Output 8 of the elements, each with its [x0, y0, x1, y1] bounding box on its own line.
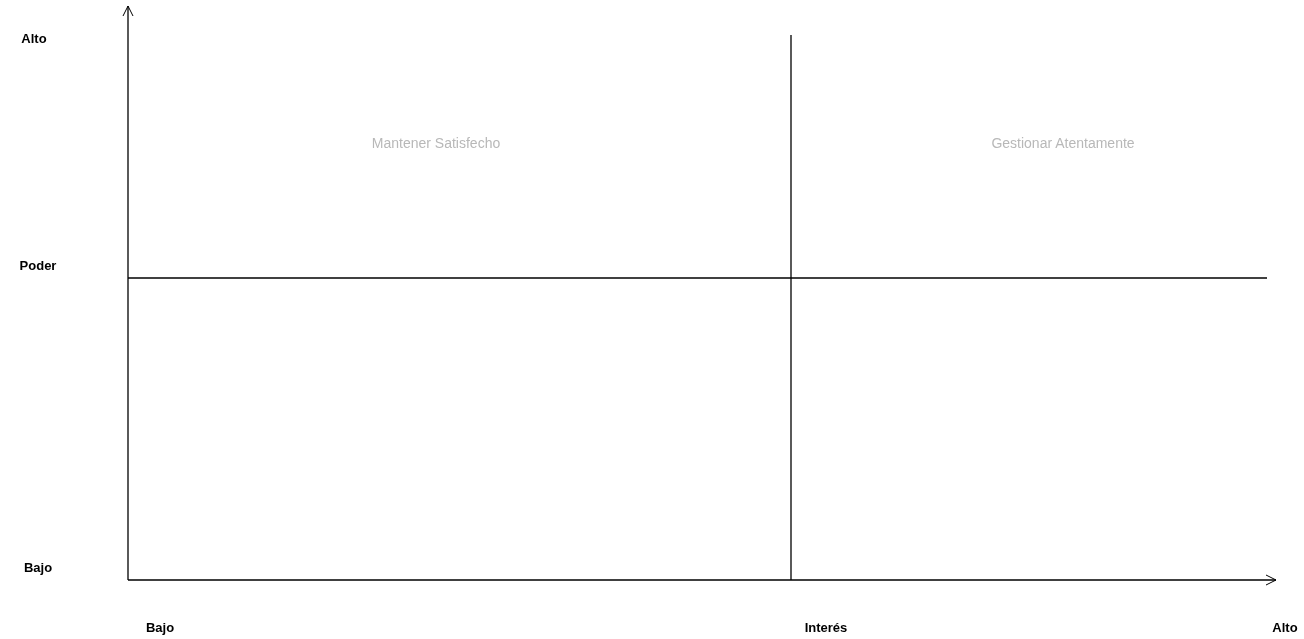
- axis-label: Alto: [1272, 619, 1298, 635]
- axis-title: Interés: [804, 619, 848, 635]
- axis-label: Alto: [21, 30, 47, 46]
- quadrant-label: Mantener Satisfecho: [371, 135, 501, 151]
- axis-title: Poder: [19, 257, 57, 273]
- quadrant-label: Gestionar Atentamente: [991, 135, 1135, 151]
- axis-label: Bajo: [145, 619, 175, 635]
- axis-label: Bajo: [23, 559, 53, 575]
